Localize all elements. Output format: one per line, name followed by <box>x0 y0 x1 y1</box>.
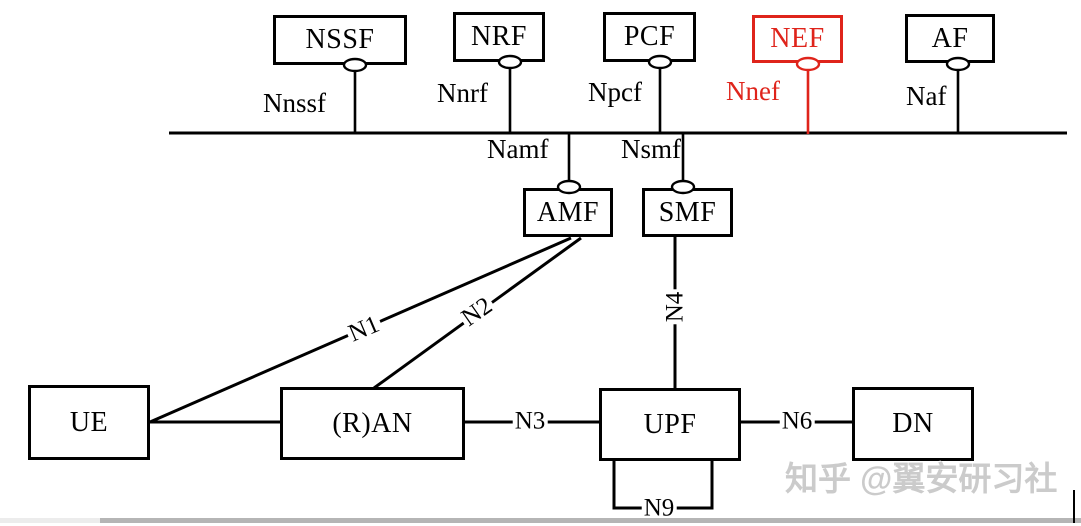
node-ue: UE <box>28 385 150 460</box>
node-ran: (R)AN <box>280 387 465 460</box>
link-label-n2: N2 <box>455 291 499 333</box>
node-label-ran: (R)AN <box>332 407 413 439</box>
interface-label-nnef: Nnef <box>726 76 780 106</box>
node-smf: SMF <box>642 188 733 237</box>
interface-label-naf: Naf <box>906 81 947 111</box>
node-dn: DN <box>852 387 974 461</box>
node-amf: AMF <box>523 188 613 237</box>
node-label-smf: SMF <box>658 196 717 228</box>
node-label-nssf: NSSF <box>305 24 375 55</box>
node-label-af: AF <box>931 22 969 54</box>
text-cursor-mark <box>1073 490 1075 523</box>
node-label-ue: UE <box>69 406 109 438</box>
link-label-n1: N1 <box>342 309 386 349</box>
link-label-n4: N4 <box>661 289 689 325</box>
node-nrf: NRF <box>453 12 545 62</box>
node-nssf: NSSF <box>273 15 407 65</box>
node-nef: NEF <box>752 15 843 63</box>
node-label-dn: DN <box>892 408 934 439</box>
node-pcf: PCF <box>603 12 696 62</box>
interface-label-nnrf: Nnrf <box>437 78 488 108</box>
interface-label-nsmf: Nsmf <box>621 134 681 164</box>
node-label-upf: UPF <box>643 408 697 440</box>
horizontal-scrollbar-thumb[interactable] <box>100 518 1081 523</box>
node-label-amf: AMF <box>536 196 600 228</box>
node-label-nrf: NRF <box>471 21 527 52</box>
node-label-pcf: PCF <box>623 21 676 52</box>
interface-label-namf: Namf <box>487 134 549 164</box>
node-af: AF <box>905 14 995 63</box>
interface-label-npcf: Npcf <box>588 77 642 107</box>
link-label-n3: N3 <box>512 407 548 435</box>
zhihu-watermark: 知乎 @翼安研习社 <box>785 460 1058 497</box>
link-label-n6: N6 <box>779 407 815 435</box>
node-upf: UPF <box>599 388 741 461</box>
interface-label-nnssf: Nnssf <box>263 88 327 118</box>
node-label-nef: NEF <box>770 23 825 54</box>
